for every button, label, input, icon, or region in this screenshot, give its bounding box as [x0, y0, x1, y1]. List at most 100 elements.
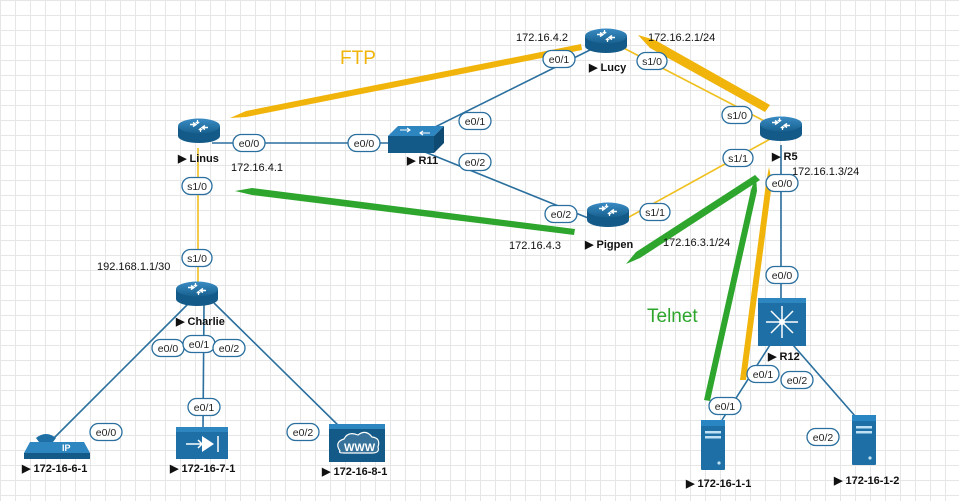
- port-badge: e0/1: [187, 397, 221, 417]
- ip-label-r5-e0: 172.16.1.3/24: [792, 166, 859, 178]
- port-badge: e0/0: [765, 173, 799, 193]
- link-charlie-web: [213, 302, 346, 433]
- device-172-16-6-1-label: ▶ 172-16-6-1: [21, 463, 87, 475]
- port-badge: e0/0: [89, 422, 123, 442]
- port-badge: e0/2: [458, 152, 492, 172]
- port-label: e0/1: [753, 369, 774, 381]
- port-badge: e0/2: [544, 204, 578, 224]
- port-badge: s1/1: [639, 202, 671, 222]
- port-label: e0/0: [354, 138, 375, 150]
- server-icon: [701, 420, 725, 470]
- device-172-16-6-1[interactable]: IP ▶ 172-16-6-1: [21, 434, 90, 475]
- port-badge: e0/1: [708, 396, 742, 416]
- web-cloud-icon: WWW: [329, 424, 385, 462]
- device-172-16-7-1[interactable]: ▶ 172-16-7-1: [169, 427, 235, 475]
- port-label: e0/1: [549, 54, 570, 66]
- ftp-arrow-lucy-to-linus: [230, 44, 582, 118]
- port-label: s1/1: [728, 153, 748, 165]
- port-badge: s1/0: [181, 176, 213, 196]
- ip-label-pigpen: 172.16.4.3: [509, 240, 561, 252]
- port-label: e0/0: [96, 427, 117, 439]
- device-linus[interactable]: ▶ Linus: [177, 117, 221, 166]
- port-label: e0/1: [715, 401, 736, 413]
- router-icon: [586, 201, 630, 228]
- ip-phone-icon: IP: [24, 434, 90, 459]
- port-badge: s1/0: [181, 248, 213, 268]
- server-icon: [852, 415, 876, 465]
- port-badge: e0/1: [542, 49, 576, 69]
- port-badge: e0/0: [765, 265, 799, 285]
- ftp-annotation: FTP: [340, 48, 376, 69]
- port-label: e0/2: [293, 427, 314, 439]
- port-label: s1/0: [187, 181, 207, 193]
- port-badge: e0/0: [151, 338, 185, 358]
- port-label: e0/0: [772, 270, 793, 282]
- device-r11[interactable]: ▶ R11: [388, 126, 444, 167]
- ftp-arrow-r5-to-lucy: [638, 35, 770, 112]
- telnet-arrow-pigpen-to-linus: [235, 188, 575, 235]
- port-badge: s1/1: [722, 148, 754, 168]
- telnet-annotation: Telnet: [647, 306, 698, 327]
- switch-icon: [388, 126, 444, 153]
- port-label: e0/2: [219, 343, 240, 355]
- device-172-16-1-1[interactable]: ▶ 172-16-1-1: [685, 420, 751, 490]
- device-r5[interactable]: ▶ R5: [759, 115, 803, 164]
- device-r12-label: ▶ R12: [767, 351, 800, 363]
- device-charlie-label: ▶ Charlie: [175, 316, 225, 328]
- svg-text:IP: IP: [62, 443, 71, 453]
- device-charlie[interactable]: ▶ Charlie: [175, 280, 225, 329]
- port-label: e0/2: [465, 157, 486, 169]
- device-r12[interactable]: ▶ R12: [758, 298, 806, 363]
- device-172-16-1-2-label: ▶ 172-16-1-2: [833, 475, 899, 487]
- port-label: e0/1: [194, 402, 215, 414]
- device-172-16-1-2[interactable]: ▶ 172-16-1-2: [833, 415, 899, 487]
- device-172-16-7-1-label: ▶ 172-16-7-1: [169, 463, 235, 475]
- l3-switch-icon: [758, 298, 806, 346]
- port-label: s1/0: [642, 56, 662, 68]
- device-lucy[interactable]: ▶ Lucy: [584, 27, 628, 75]
- firewall-icon: [176, 427, 228, 459]
- port-badge: e0/2: [286, 422, 320, 442]
- router-icon: [759, 115, 803, 142]
- svg-text:WWW: WWW: [344, 442, 376, 454]
- ip-label-r5-s1: 172.16.3.1/24: [663, 237, 730, 249]
- device-pigpen-label: ▶ Pigpen: [584, 239, 633, 251]
- port-label: s1/0: [187, 253, 207, 265]
- port-badge: e0/1: [458, 111, 492, 131]
- port-badge: s1/0: [721, 105, 753, 125]
- port-label: e0/2: [551, 209, 572, 221]
- ftp-arrow-server-to-r5: [740, 167, 772, 380]
- router-icon: [175, 280, 219, 307]
- telnet-arrow-r5-to-pigpen: [626, 175, 760, 264]
- port-label: e0/0: [772, 178, 793, 190]
- device-lucy-label: ▶ Lucy: [588, 62, 627, 74]
- port-badge: e0/0: [232, 133, 266, 153]
- port-badge: e0/1: [182, 334, 216, 354]
- device-172-16-8-1-label: ▶ 172-16-8-1: [321, 466, 387, 478]
- port-badge: e0/1: [746, 364, 780, 384]
- port-badge: e0/2: [212, 338, 246, 358]
- ip-label-lucy-right: 172.16.2.1/24: [648, 32, 715, 44]
- port-badge: e0/0: [347, 133, 381, 153]
- link-charlie-phone: [51, 301, 191, 441]
- port-badge: s1/0: [636, 51, 668, 71]
- link-r12-server2: [792, 344, 863, 425]
- port-label: e0/0: [239, 138, 260, 150]
- ip-label-charlie: 192.168.1.1/30: [97, 261, 170, 273]
- ip-label-linus: 172.16.4.1: [231, 162, 283, 174]
- port-badge: e0/2: [780, 370, 814, 390]
- router-icon: [584, 27, 628, 54]
- ip-label-lucy-left: 172.16.4.2: [516, 32, 568, 44]
- device-r11-label: ▶ R11: [406, 155, 438, 167]
- device-172-16-8-1[interactable]: WWW ▶ 172-16-8-1: [321, 424, 387, 478]
- port-label: e0/1: [465, 116, 486, 128]
- port-label: e0/1: [189, 339, 210, 351]
- port-badge: e0/2: [806, 427, 840, 447]
- device-172-16-1-1-label: ▶ 172-16-1-1: [685, 478, 751, 490]
- port-label: e0/2: [813, 432, 834, 444]
- port-label: e0/0: [158, 343, 179, 355]
- device-r5-label: ▶ R5: [771, 151, 798, 163]
- device-linus-label: ▶ Linus: [177, 153, 219, 165]
- device-pigpen[interactable]: ▶ Pigpen: [584, 201, 633, 252]
